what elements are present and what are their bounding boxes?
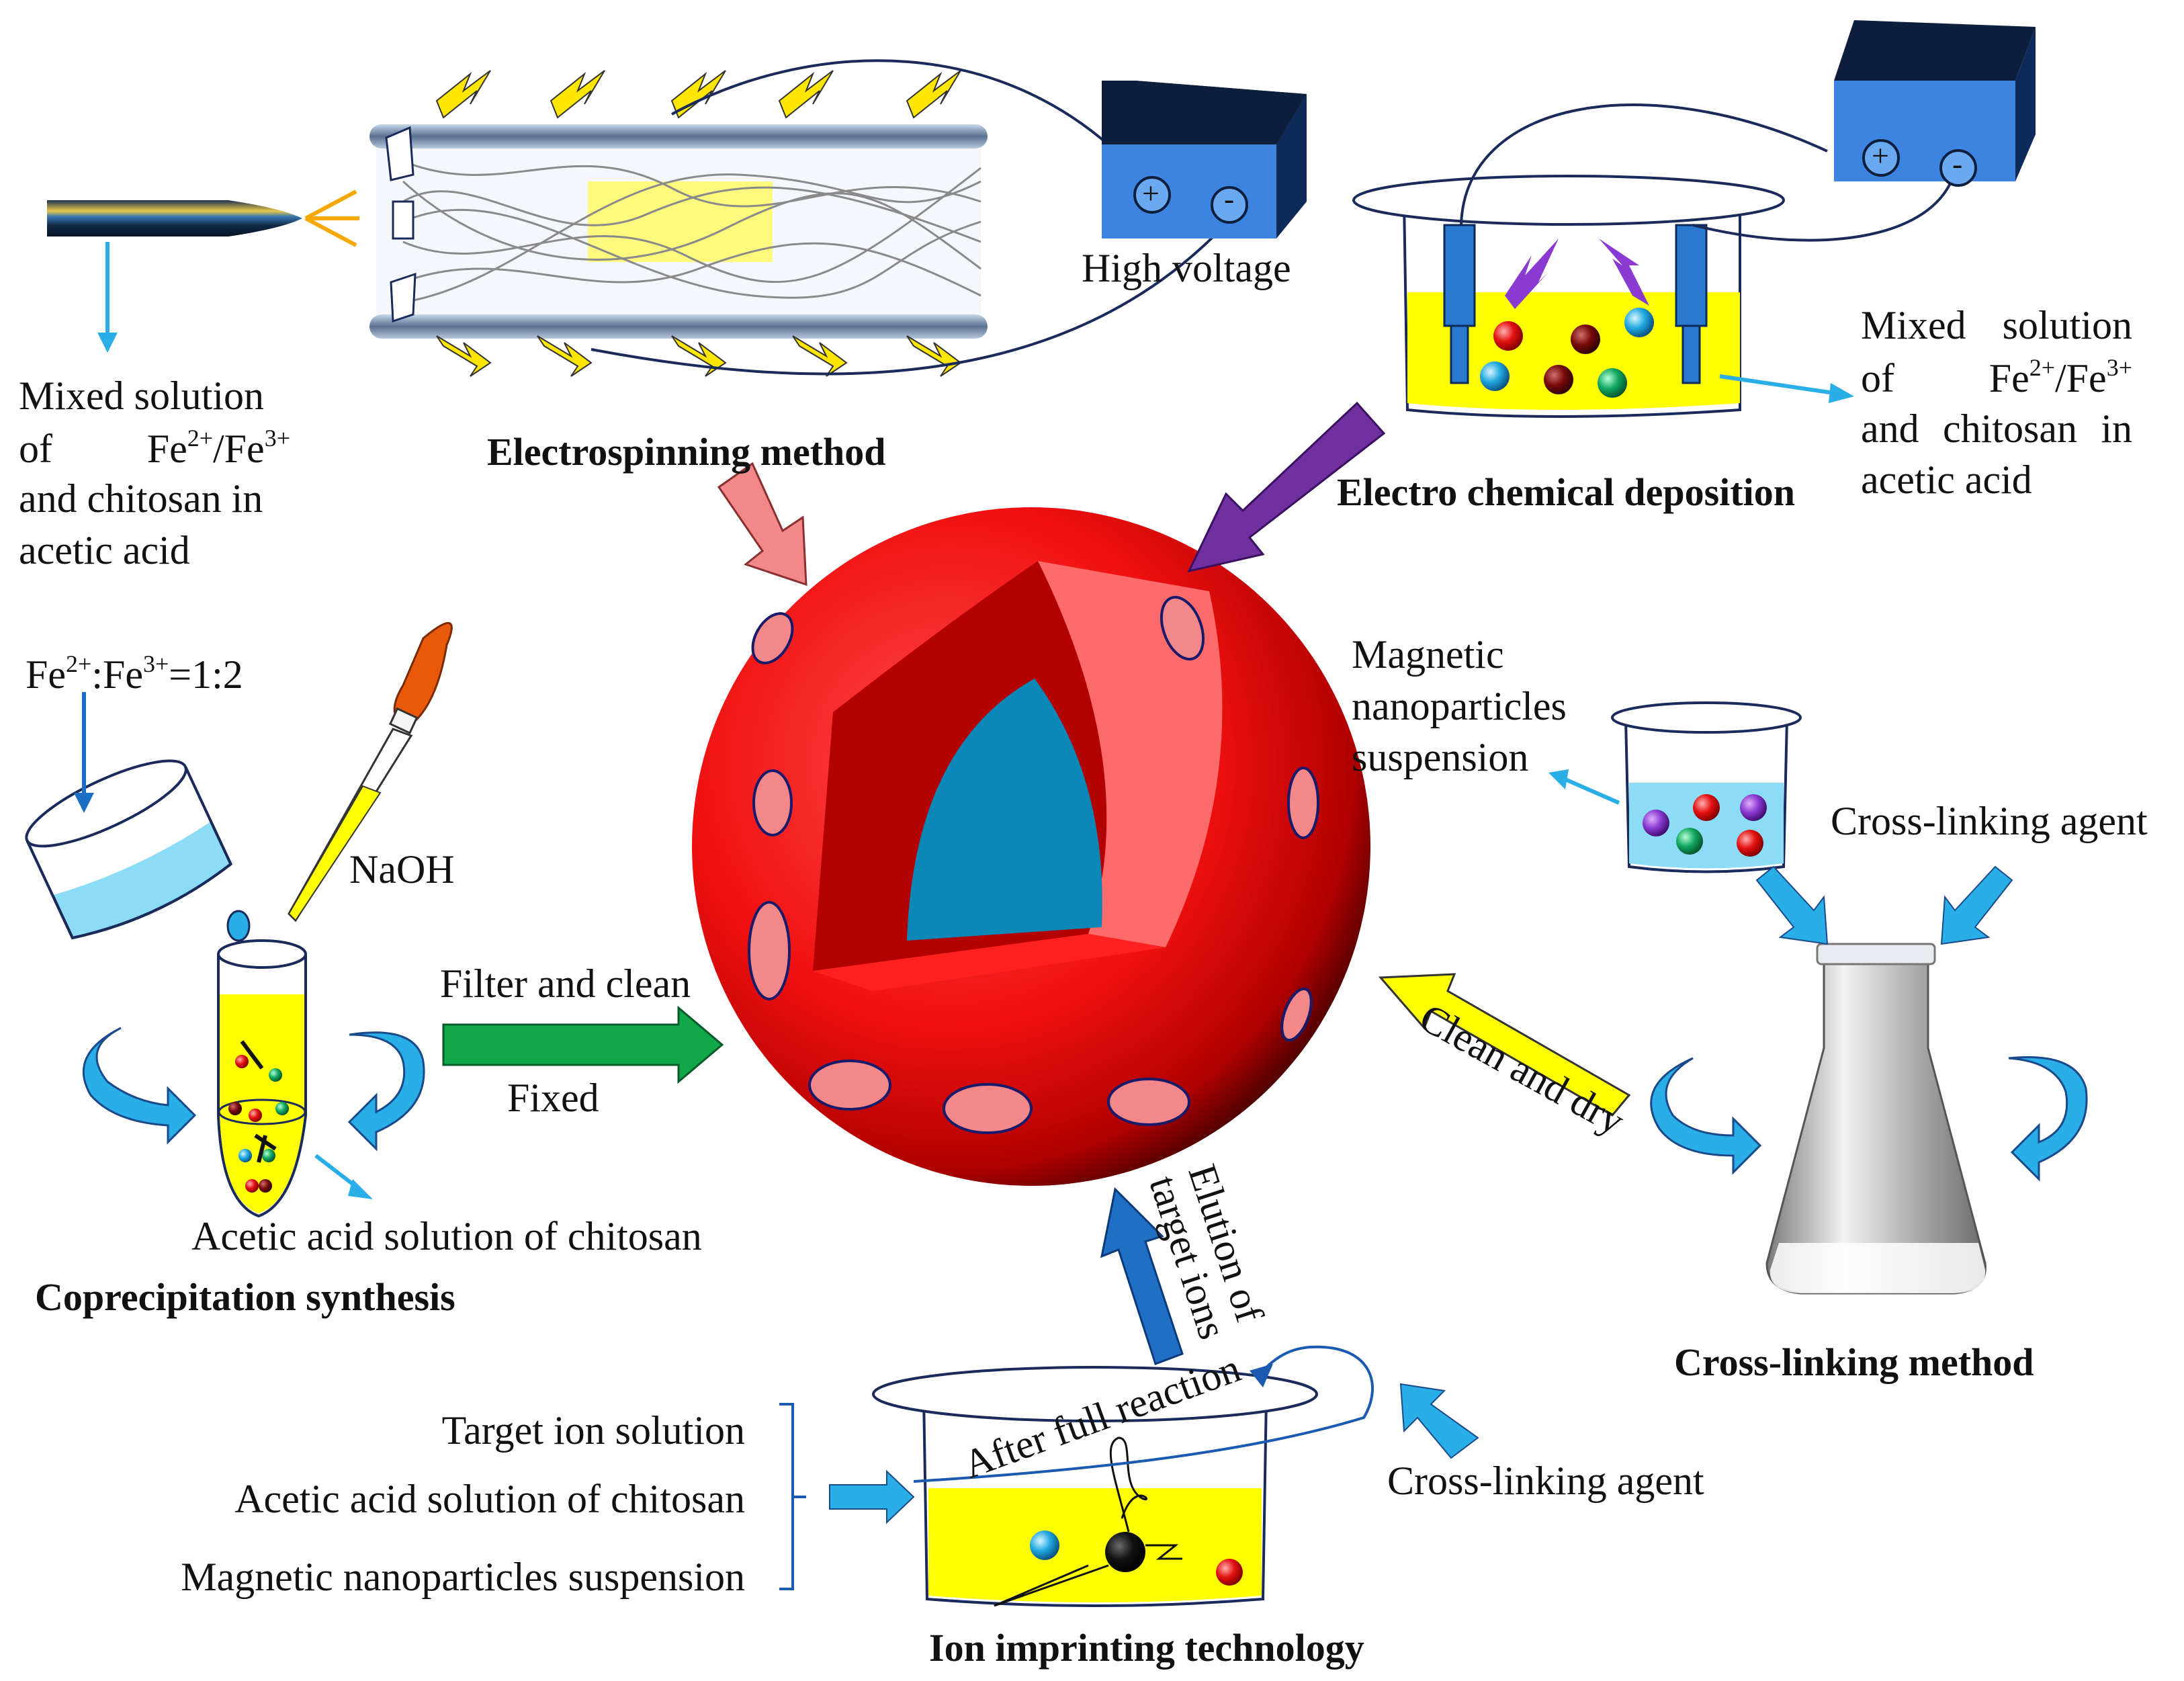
core-shell-sphere	[692, 507, 1370, 1186]
electrospinning-arrow	[717, 462, 807, 587]
input-chitosan-solution: Acetic acid solution of chitosan	[234, 1477, 745, 1521]
magnetic-suspension-line2: nanoparticles	[1352, 684, 1567, 728]
deposition-battery	[1834, 20, 2036, 187]
electrochemical-solution-line4: acetic acid	[1861, 458, 2032, 502]
electrospinning-solution-line3: and chitosan in	[19, 476, 263, 521]
naoh-label: NaOH	[349, 847, 455, 892]
spinneret-needle	[47, 200, 302, 236]
elution-arrow	[1100, 1187, 1184, 1365]
ion-crosslinking-agent-label: Cross-linking agent	[1387, 1459, 1704, 1503]
fixed-label: Fixed	[507, 1076, 599, 1120]
ion-imprinting-title: Ion imprinting technology	[929, 1626, 1364, 1670]
magnetic-suspension-line1: Magnetic	[1352, 632, 1504, 677]
input-magnetic-suspension: Magnetic nanoparticles suspension	[181, 1555, 745, 1599]
battery-minus-sign-1: -	[1224, 181, 1235, 216]
electrochemical-solution-line1: Mixed solution	[1861, 303, 2132, 347]
electrochemical-title: Electro chemical deposition	[1337, 470, 1795, 514]
input-target-ion: Target ion solution	[441, 1408, 745, 1453]
crosslinking-apparatus	[1378, 701, 2088, 1295]
electrospinning-solution-line2: of Fe2+/Fe3+	[19, 425, 290, 471]
chitosan-solution-label: Acetic acid solution of chitosan	[191, 1214, 702, 1258]
battery-plus-sign-1: +	[1142, 176, 1160, 210]
electrospinning-solution-line1: Mixed solution	[19, 374, 265, 418]
crosslinking-agent-label: Cross-linking agent	[1831, 799, 2148, 843]
clean-dry-arrow	[1378, 973, 1631, 1117]
electrospinning-solution-line4: acetic acid	[19, 528, 190, 572]
electrochemical-cell	[1352, 20, 2036, 418]
battery-plus-sign-2: +	[1872, 138, 1889, 173]
high-voltage-battery	[1102, 81, 1307, 239]
electrospinning-title: Electrospinning method	[487, 430, 886, 474]
filter-clean-arrow	[442, 1005, 724, 1084]
magnetic-suspension-line3: suspension	[1352, 735, 1529, 779]
electrochemical-solution-line3: and chitosan in	[1861, 406, 2132, 451]
electrospinning-apparatus	[47, 59, 1307, 377]
battery-minus-sign-2: -	[1952, 146, 1963, 181]
electrochemical-arrow	[1187, 401, 1386, 573]
ion-imprinting-apparatus	[779, 1187, 1479, 1607]
coprecipitation-title: Coprecipitation synthesis	[35, 1275, 455, 1319]
fe-ratio-label: Fe2+:Fe3+=1:2	[26, 650, 243, 697]
crosslinking-title: Cross-linking method	[1674, 1340, 2034, 1384]
filter-clean-label: Filter and clean	[440, 961, 691, 1006]
electrochemical-solution-line2: of Fe2+/Fe3+	[1861, 354, 2132, 400]
coprecipitation-apparatus	[25, 621, 724, 1218]
high-voltage-label: High voltage	[1082, 246, 1291, 290]
magnetic-core	[907, 679, 1102, 941]
